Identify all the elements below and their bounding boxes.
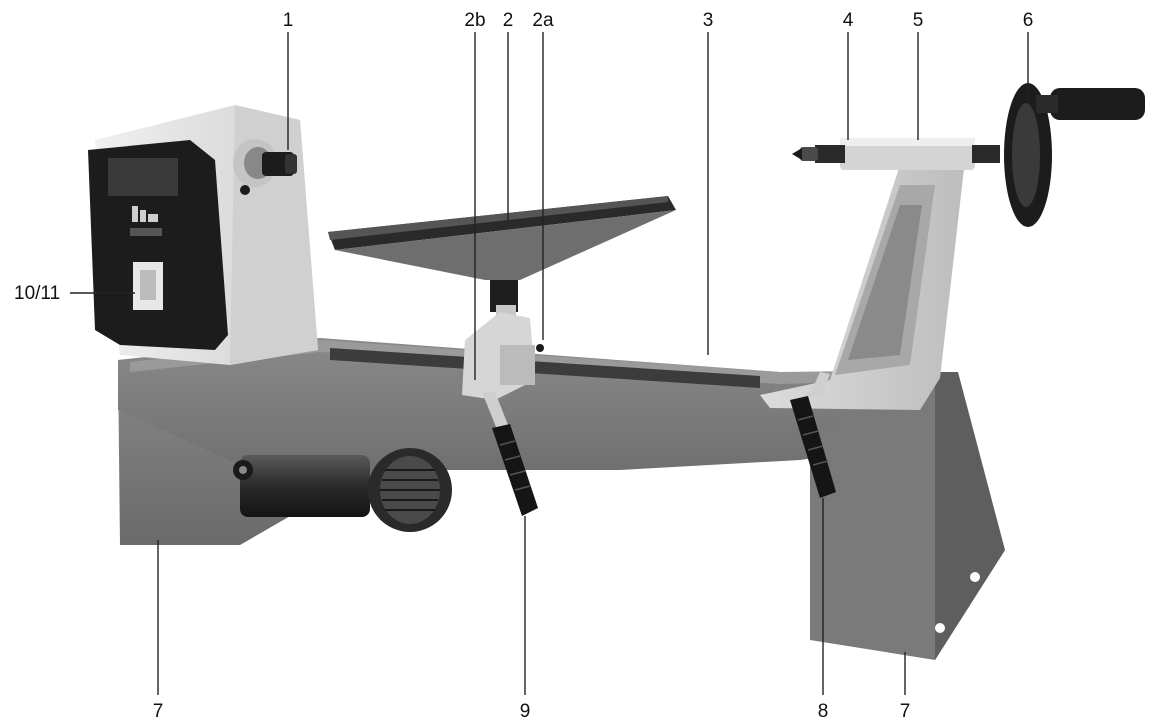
leader-lines [70,32,1029,695]
callout-6: 6 [1023,10,1034,31]
motor [233,448,452,532]
display-window [108,158,178,196]
callout-labels: 1 2b 2 2a 3 4 5 6 10/11 7 9 8 7 [14,10,1033,722]
tailstock-lever [800,372,830,398]
callout-3: 3 [703,10,714,31]
spindle [233,139,297,195]
callout-7-right: 7 [900,701,911,722]
tailstock [760,83,1145,498]
callout-5: 5 [913,10,924,31]
bed-slot [330,348,760,388]
callout-7-left: 7 [153,701,164,722]
callout-8: 8 [818,701,829,722]
callout-1: 1 [283,10,294,31]
callout-2: 2 [503,10,514,31]
headstock [88,105,318,365]
right-base-side [935,372,1005,660]
callout-2a: 2a [532,10,554,31]
callout-2b: 2b [464,10,485,31]
mount-hole [935,623,945,633]
tool-rest [328,196,676,516]
tool-rest-lever [482,392,510,432]
mount-hole [970,572,980,582]
lathe-illustration [88,83,1145,660]
callout-9: 9 [520,701,531,722]
callout-10-11: 10/11 [14,283,60,304]
callout-4: 4 [843,10,854,31]
